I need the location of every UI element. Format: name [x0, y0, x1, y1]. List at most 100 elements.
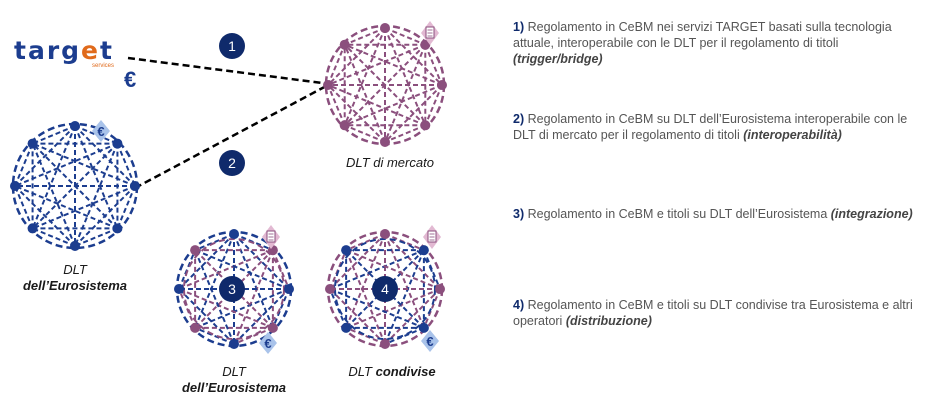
euro-icon: €: [421, 330, 439, 352]
shared-dlt-network-link: [384, 233, 425, 252]
market-dlt-network-link: [344, 43, 443, 86]
euro-icon: €: [259, 332, 277, 354]
integration-dlt-network-link: [233, 233, 290, 290]
network-node: [325, 284, 335, 294]
step-badge-circle: [219, 33, 245, 59]
document-icon-page: [427, 230, 437, 243]
network-node: [229, 229, 239, 239]
integration-dlt-network-link: [194, 249, 235, 345]
market-dlt-network-link: [384, 27, 426, 46]
shared-dlt-network-link: [345, 233, 386, 329]
shared-dlt-network-link: [345, 233, 386, 252]
step-badge-label: 1: [228, 38, 236, 54]
market-dlt-network-link: [344, 84, 443, 127]
eurosystem-dlt-network-link: [74, 143, 119, 247]
logo-euro-icon: €: [124, 67, 137, 92]
euro-icon-shape: [259, 332, 277, 354]
market-dlt-network-link: [327, 44, 346, 86]
eurosystem-dlt-network-link: [31, 125, 76, 229]
shared-dlt-network-link: [345, 326, 386, 345]
network-node: [174, 284, 184, 294]
network-node: [70, 241, 80, 251]
shared-dlt-network-link: [384, 326, 425, 345]
network-node: [130, 181, 140, 191]
network-node: [420, 120, 431, 131]
market-dlt-network-link: [327, 43, 426, 86]
integration-dlt-network-link: [271, 249, 290, 290]
eurosystem-dlt-network-link: [31, 143, 76, 247]
shared-dlt-network-link: [329, 288, 348, 329]
caption-integration-dlt: DLT dell’Eurosistema: [181, 364, 287, 395]
description-1: 1) Regolamento in CeBM nei servizi TARGE…: [513, 20, 892, 66]
integration-dlt-network-link: [178, 249, 197, 290]
shared-dlt-network: [325, 229, 445, 349]
market-dlt-network-link: [343, 44, 386, 143]
eurosystem-dlt-network-link: [14, 185, 76, 247]
caption-market-dlt: DLT di mercato: [346, 155, 434, 170]
step-badge-circle: [372, 276, 398, 302]
network-node: [341, 245, 352, 256]
network-node: [27, 138, 38, 149]
market-dlt-network-link: [344, 124, 386, 143]
eurosystem-dlt-network-link: [14, 125, 76, 187]
market-dlt-network-link: [327, 84, 386, 143]
shared-dlt-network-link: [329, 249, 348, 290]
connector-target-to-market: [127, 56, 331, 86]
caption-eurosystem-dlt: DLT dell’Eurosistema: [22, 262, 128, 293]
description-4: 4) Regolamento in CeBM e titoli su DLT c…: [513, 298, 913, 328]
network-node: [339, 39, 350, 50]
market-dlt-network-link: [424, 84, 443, 126]
eurosystem-dlt-network-link: [32, 142, 136, 187]
network-node: [229, 339, 239, 349]
connector-eurosystem-to-market: [134, 82, 331, 190]
eurosystem-dlt-network-link: [74, 125, 119, 229]
market-dlt-network-link: [384, 124, 426, 143]
network-node: [418, 322, 429, 333]
eurosystem-dlt-network-link: [31, 142, 119, 230]
integration-dlt-network-link: [194, 249, 274, 329]
integration-dlt-network-link: [194, 326, 235, 345]
logo-word: target: [14, 36, 114, 65]
shared-dlt-network-link: [384, 288, 441, 345]
euro-icon-shape: [92, 120, 110, 142]
network-node: [112, 138, 123, 149]
euro-icon-glyph: €: [97, 124, 104, 139]
logo-subtitle: services: [92, 63, 115, 69]
shared-dlt-network-link: [345, 249, 441, 290]
integration-dlt-network-link: [194, 249, 274, 329]
euro-icon-shape: [421, 330, 439, 352]
network-node: [323, 80, 333, 90]
eurosystem-dlt-network: [10, 121, 140, 251]
step-badge-label: 4: [381, 281, 389, 297]
network-node: [418, 245, 429, 256]
document-icon-page: [266, 230, 276, 243]
shared-dlt-network-link: [345, 249, 386, 345]
network-node: [435, 284, 445, 294]
caption-shared-dlt: DLT condivise: [348, 364, 436, 379]
shared-dlt-network-link: [422, 249, 441, 290]
network-node: [10, 181, 20, 191]
network-node: [380, 23, 390, 33]
market-dlt-network-link: [344, 27, 386, 46]
network-node: [112, 223, 123, 234]
market-dlt-network-link: [384, 44, 427, 143]
shared-dlt-network-link: [329, 288, 386, 345]
eurosystem-dlt-network-link: [14, 142, 118, 187]
euro-icon-glyph: €: [264, 336, 271, 351]
step-badge-3: 3: [219, 276, 245, 302]
network-node: [70, 121, 80, 131]
network-node: [27, 223, 38, 234]
integration-dlt-network-link: [178, 233, 235, 290]
integration-dlt-network-link: [233, 233, 274, 252]
description-3: 3) Regolamento in CeBM e titoli su DLT d…: [513, 207, 913, 221]
document-icon-page: [425, 26, 435, 39]
euro-icon-glyph: €: [426, 334, 433, 349]
network-node: [380, 339, 390, 349]
integration-dlt-network-link: [178, 249, 274, 290]
integration-dlt-network-link: [194, 249, 290, 290]
network-node: [190, 245, 201, 256]
integration-dlt-network-link: [271, 288, 290, 329]
network-node: [341, 322, 352, 333]
shared-dlt-network-link: [345, 249, 425, 329]
integration-dlt-network-link: [233, 326, 274, 345]
